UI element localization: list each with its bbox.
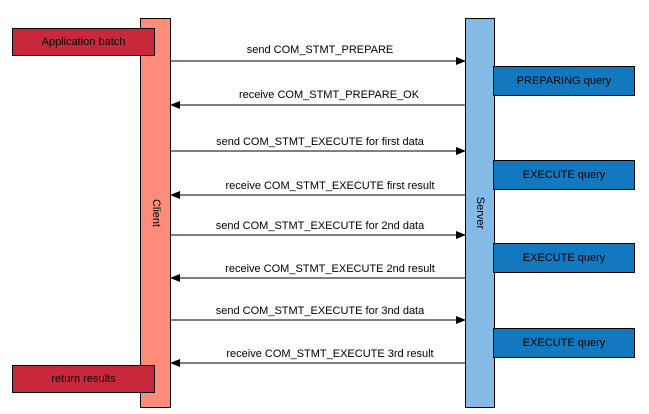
return-results-note: return results — [12, 365, 155, 393]
server-lifeline: Server — [465, 18, 495, 408]
message-label-4: receive COM_STMT_EXECUTE first result — [225, 180, 435, 192]
client-lifeline: Client — [140, 18, 171, 408]
message-label-6: receive COM_STMT_EXECUTE 2nd result — [225, 263, 435, 275]
execute-query-step-1: EXECUTE query — [493, 160, 635, 190]
message-label-1: send COM_STMT_PREPARE — [246, 44, 394, 56]
application-batch-note: Application batch — [12, 28, 155, 56]
message-label-8: receive COM_STMT_EXECUTE 3rd result — [226, 348, 434, 360]
preparing-query-step: PREPARING query — [493, 66, 635, 96]
message-label-7: send COM_STMT_EXECUTE for 3nd data — [215, 305, 425, 317]
message-label-2: receive COM_STMT_PREPARE_OK — [238, 89, 420, 101]
execute-query-step-3: EXECUTE query — [493, 328, 635, 358]
message-label-5: send COM_STMT_EXECUTE for 2nd data — [215, 220, 425, 232]
execute-query-step-2: EXECUTE query — [493, 243, 635, 273]
message-label-3: send COM_STMT_EXECUTE for first data — [216, 136, 424, 148]
